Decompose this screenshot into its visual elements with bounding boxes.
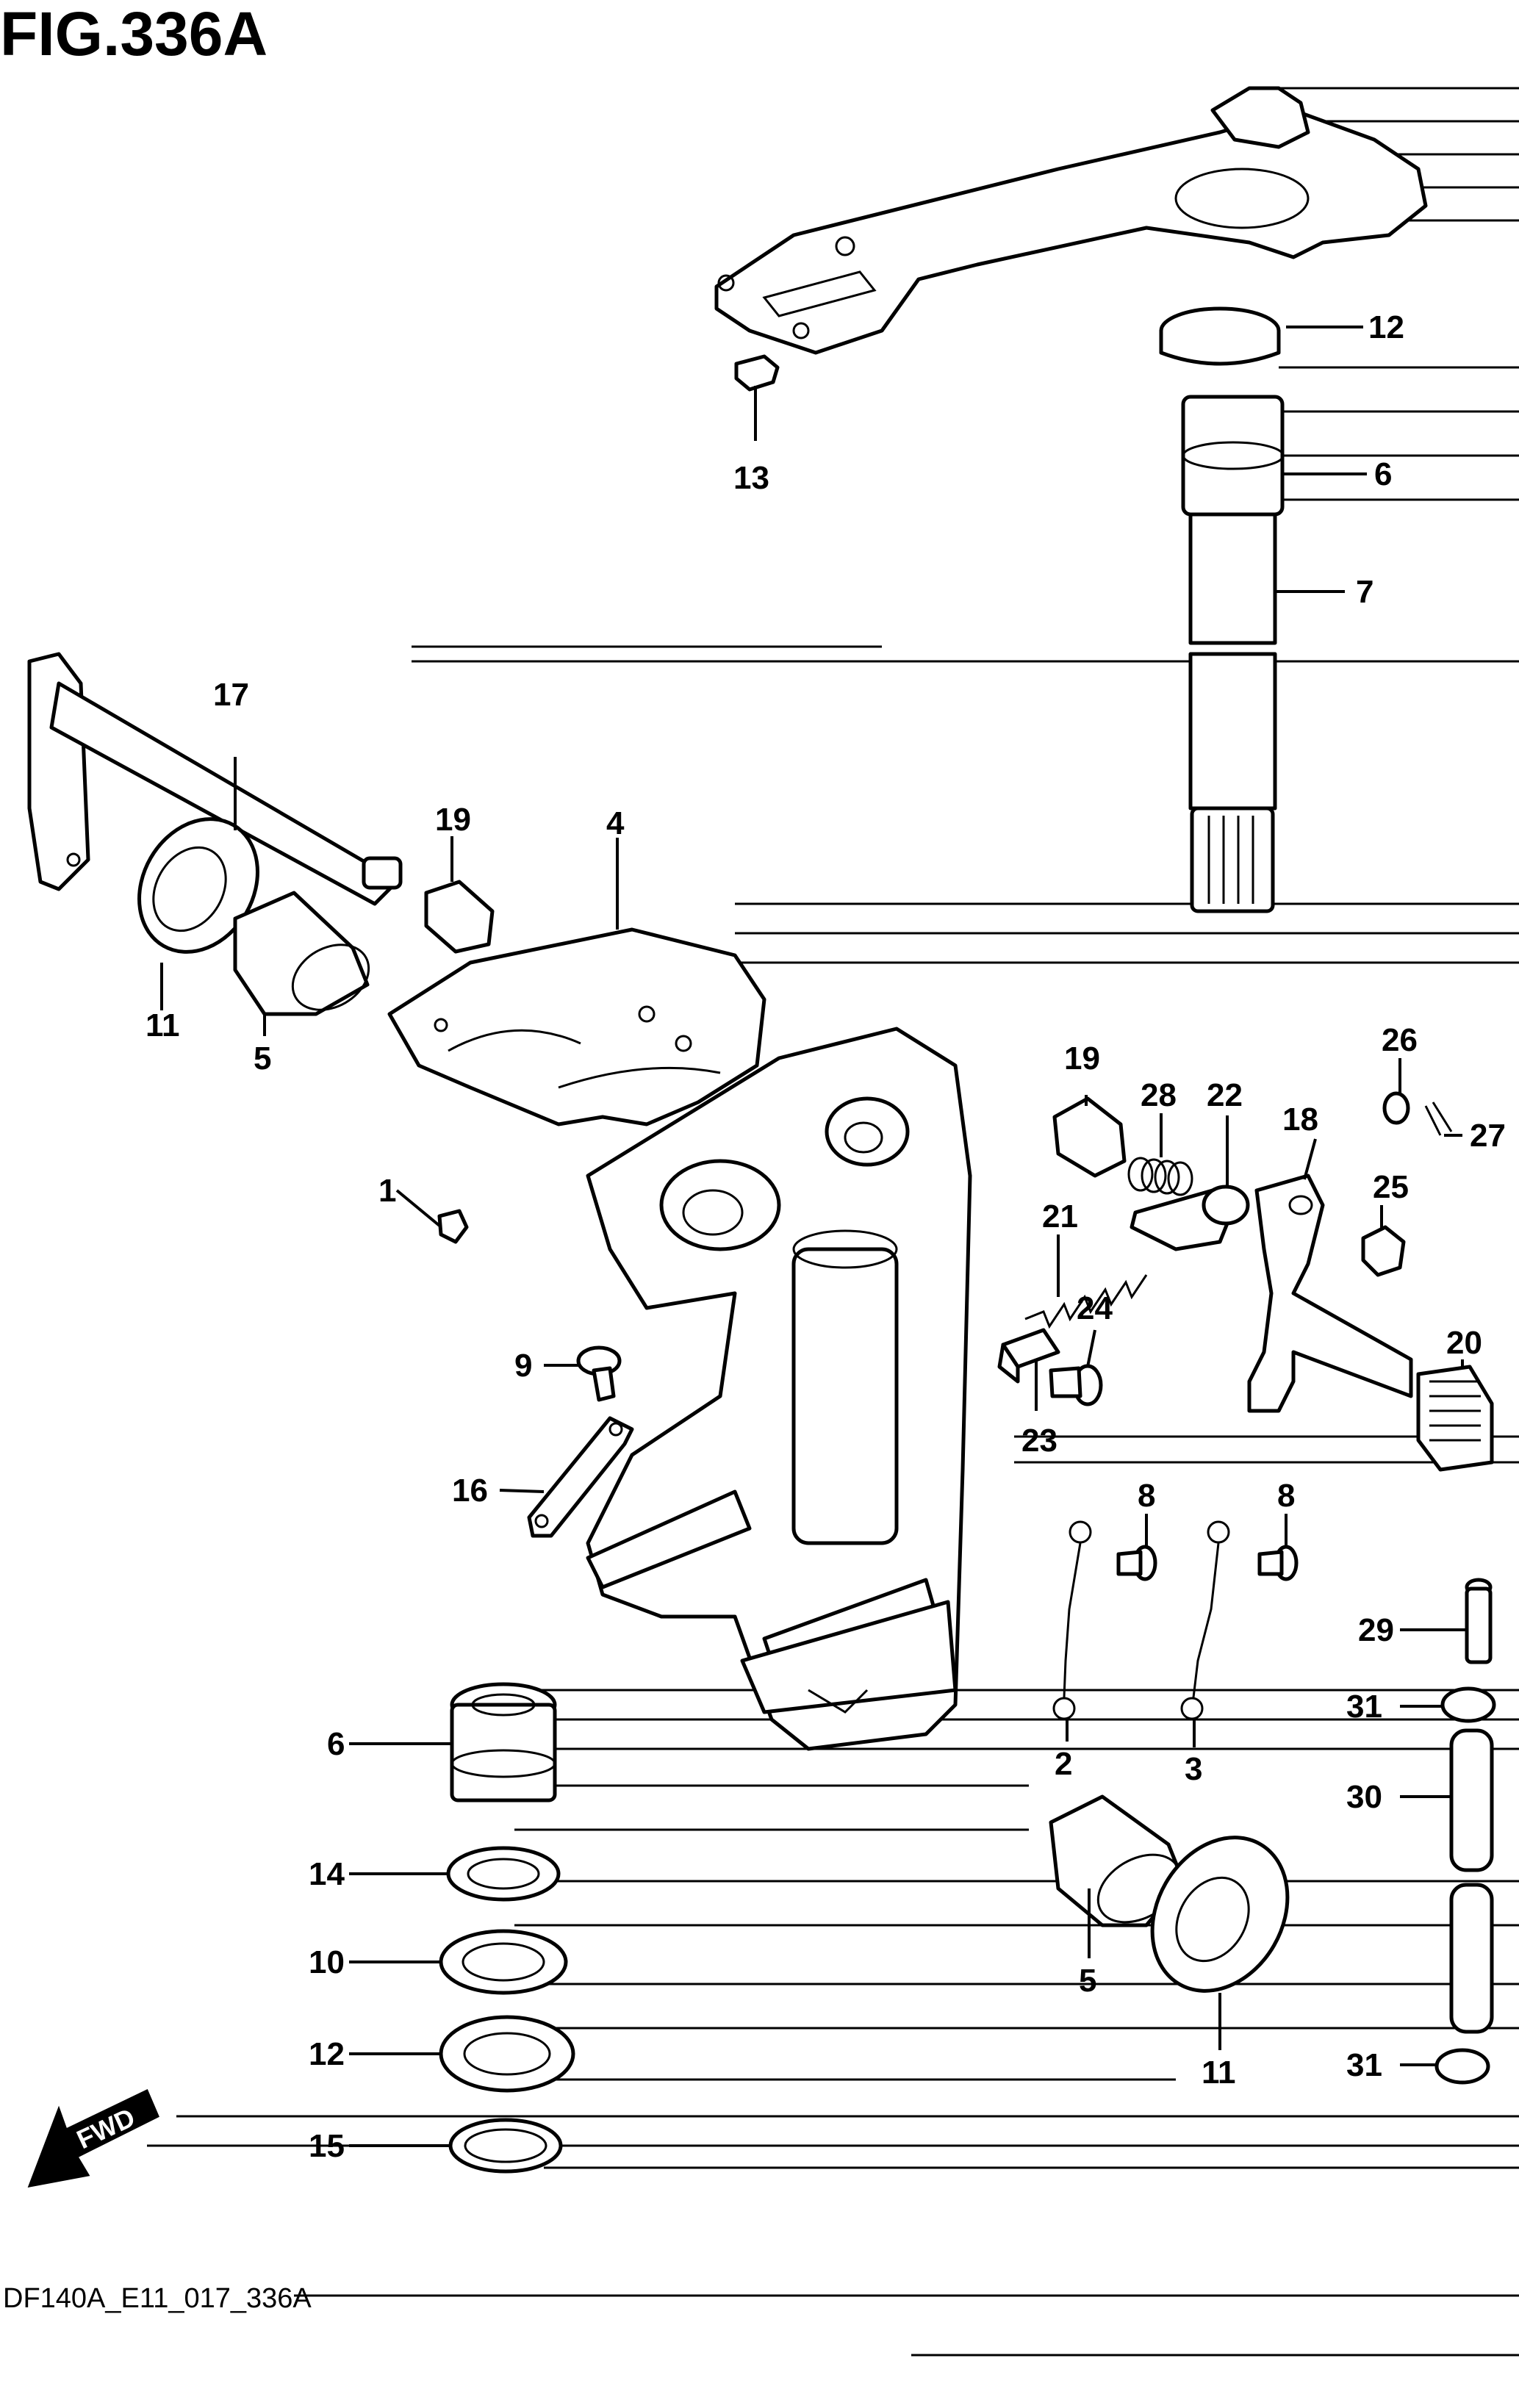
callout-7: 7 <box>1356 574 1373 610</box>
grease-nipple-1 <box>437 1209 469 1244</box>
callout-6-bottom: 6 <box>327 1726 345 1762</box>
washer-26 <box>1382 1091 1410 1125</box>
callout-14: 14 <box>309 1856 345 1892</box>
callout-31-top: 31 <box>1346 1689 1382 1725</box>
screw-8-b <box>1257 1545 1299 1581</box>
callout-17: 17 <box>213 677 249 713</box>
figure-code: DF140A_E11_017_336A <box>3 2283 312 2314</box>
lever-22 <box>1130 1185 1250 1251</box>
clamp-bracket <box>586 1027 972 1751</box>
callout-8-b: 8 <box>1277 1478 1295 1514</box>
grease-nipple-13 <box>734 354 780 392</box>
callout-12-bottom: 12 <box>309 2036 345 2072</box>
clip-31-bottom <box>1434 2048 1490 2085</box>
bonding-wire-2 <box>1052 1520 1092 1720</box>
callout-24: 24 <box>1077 1290 1113 1326</box>
callout-8-a: 8 <box>1138 1478 1155 1514</box>
swivel-bracket-4 <box>387 927 766 1126</box>
bush-19-right <box>1052 1096 1127 1178</box>
steering-bracket <box>714 86 1428 355</box>
callout-11-bottom: 11 <box>1202 2055 1236 2091</box>
bushing-6-bottom <box>450 1682 557 1803</box>
callout-9: 9 <box>514 1348 532 1384</box>
figure-title: FIG.336A <box>0 0 267 68</box>
callout-21: 21 <box>1042 1198 1078 1234</box>
tilt-tube-lever-17 <box>27 652 403 906</box>
steering-shaft <box>1159 306 1285 913</box>
spring-28 <box>1127 1157 1193 1196</box>
washer-12-bottom <box>439 2015 575 2093</box>
callout-5-left: 5 <box>254 1041 271 1077</box>
callout-22: 22 <box>1207 1077 1243 1113</box>
tube-30 <box>1449 1728 1494 2034</box>
callout-11-left: 11 <box>146 1007 180 1043</box>
callout-19-left: 19 <box>435 802 471 838</box>
callout-16: 16 <box>452 1473 488 1509</box>
clip-31-top <box>1440 1686 1496 1723</box>
callout-3: 3 <box>1185 1751 1202 1787</box>
callout-4: 4 <box>606 805 625 841</box>
callout-20: 20 <box>1446 1325 1482 1361</box>
callout-25: 25 <box>1373 1169 1409 1205</box>
pad-20 <box>1416 1365 1494 1472</box>
callout-13: 13 <box>733 460 769 496</box>
callout-labels: 12 13 6 7 17 19 4 11 5 26 19 28 22 18 27… <box>146 309 1506 2164</box>
cotter-pin-27 <box>1424 1101 1453 1136</box>
nut-25 <box>1361 1225 1406 1277</box>
callout-30: 30 <box>1346 1779 1382 1815</box>
callout-15: 15 <box>309 2128 345 2164</box>
callout-19-right: 19 <box>1064 1041 1100 1077</box>
callout-12-top: 12 <box>1368 309 1404 345</box>
callout-5-bottom: 5 <box>1079 1963 1096 1999</box>
callout-31-bottom: 31 <box>1346 2047 1382 2083</box>
callout-2: 2 <box>1055 1746 1072 1782</box>
callout-6-top: 6 <box>1374 456 1392 492</box>
callout-26: 26 <box>1382 1022 1418 1058</box>
bolt-29 <box>1465 1578 1493 1664</box>
callout-29: 29 <box>1358 1612 1394 1648</box>
callout-10: 10 <box>309 1944 345 1980</box>
callout-1: 1 <box>378 1173 396 1209</box>
callout-27: 27 <box>1470 1118 1506 1154</box>
fwd-arrow: FWD <box>27 2088 159 2188</box>
screw-24 <box>1049 1364 1103 1406</box>
leader-lines <box>160 326 1467 2147</box>
washer-10 <box>439 1929 568 1995</box>
spring-21 <box>1024 1274 1148 1329</box>
bushing-5-left <box>233 891 370 1016</box>
lever-18 <box>1247 1174 1413 1413</box>
callout-23: 23 <box>1021 1423 1057 1459</box>
bush-19-left <box>424 880 495 954</box>
bonding-wire-3 <box>1180 1520 1230 1720</box>
washer-14 <box>446 1846 561 1902</box>
screw-8-a <box>1116 1545 1157 1581</box>
washer-11-bottom <box>1150 1836 1290 1993</box>
screw-9 <box>576 1345 622 1402</box>
callout-28: 28 <box>1141 1077 1177 1113</box>
plate-16 <box>527 1416 634 1538</box>
plate-23 <box>997 1328 1060 1384</box>
snap-ring-15 <box>448 2118 563 2174</box>
washer-11-left <box>137 817 259 954</box>
callout-18: 18 <box>1282 1101 1318 1137</box>
